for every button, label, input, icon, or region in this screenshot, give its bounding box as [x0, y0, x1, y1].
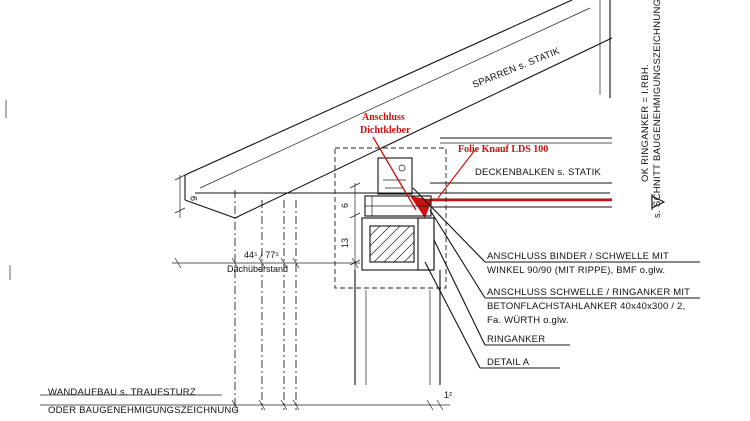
wall-build-label-2: ODER BAUGENEHMIGUNGSZEICHNUNG	[48, 405, 239, 416]
dim-6: 6	[340, 203, 350, 208]
adhesive-leader	[372, 136, 417, 211]
binder-label-2: WINKEL 90/90 (MIT RIPPE), BMF o.glw.	[487, 265, 665, 276]
ring-anchor-block	[361, 217, 435, 271]
ring-anchor-top-label: OK RINGANKER = I.RBH.	[640, 64, 651, 182]
scan-artifacts	[5, 100, 11, 280]
dimension-lines	[40, 174, 450, 411]
detail-label: DETAIL A	[487, 357, 530, 368]
rafter	[184, 0, 613, 219]
leader-lines	[412, 187, 700, 369]
dim-12: 1²	[444, 390, 452, 400]
angle-bracket	[377, 157, 413, 195]
dim-9: 9	[189, 196, 199, 201]
wall	[354, 270, 441, 385]
adhesive-label-1: Anschluss	[362, 112, 405, 123]
foil-label: Folie Knauf LDS 100	[458, 144, 548, 155]
level-marker	[651, 194, 666, 210]
ceiling-beam-label: DECKENBALKEN s. STATIK	[475, 167, 601, 178]
dim-13: 13	[340, 238, 350, 248]
foil-leader	[437, 149, 476, 199]
sill-label-3: Fa. WÜRTH o.glw.	[487, 315, 569, 326]
adhesive-label-2: Dichtkleber	[360, 125, 411, 136]
wall-build-label-1: WANDAUFBAU s. TRAUFSTURZ	[48, 387, 196, 398]
section-reference-label: s. SCHNITT BAUGENEHMIGUNGSZEICHNUNG	[652, 0, 663, 218]
detail-frame	[334, 147, 447, 289]
sill-label-1: ANSCHLUSS SCHWELLE / RINGANKER MIT	[487, 287, 690, 298]
overhang-label: Dachüberstand	[227, 264, 288, 274]
binder-label-1: ANSCHLUSS BINDER / SCHWELLE MIT	[487, 251, 669, 262]
ring-anchor-label: RINGANKER	[487, 334, 545, 345]
dim-overhang: 44⁵ / 77⁵	[244, 250, 279, 260]
sill-label-2: BETONFLACHSTAHLANKER 40x40x300 / 2,	[487, 301, 685, 312]
